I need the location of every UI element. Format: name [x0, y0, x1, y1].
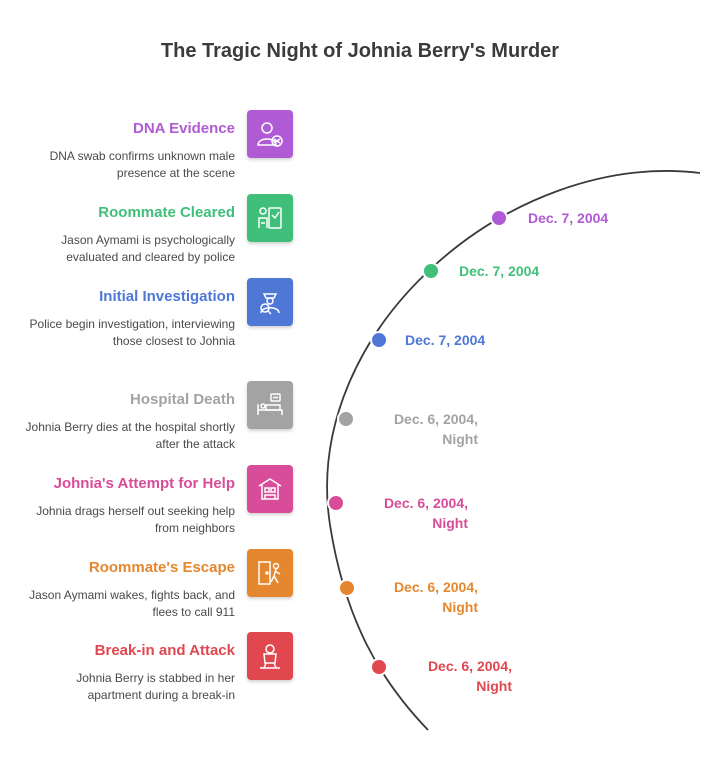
timeline-dot-roommates-escape — [338, 579, 356, 597]
date-line: Dec. 7, 2004 — [405, 332, 486, 348]
event-date-break-in: Dec. 6, 2004, Night — [404, 656, 512, 696]
timeline-event-roommates-escape: Roommate's Escape Jason Aymami wakes, fi… — [0, 549, 720, 639]
date-line: Dec. 6, 2004, — [383, 495, 468, 511]
house-help-icon — [247, 465, 293, 513]
timeline-dot-hospital-death — [337, 410, 355, 428]
event-date-dna-evidence: Dec. 7, 2004 — [528, 208, 608, 228]
date-line: Dec. 6, 2004, — [427, 658, 512, 674]
event-date-roommate-cleared: Dec. 7, 2004 — [459, 261, 539, 281]
event-description: Johnia Berry is stabbed in her apartment… — [76, 671, 235, 702]
timeline-event-break-in: Break-in and Attack Johnia Berry is stab… — [0, 632, 720, 722]
intruder-icon — [247, 632, 293, 680]
event-description: Johnia drags herself out seeking help fr… — [36, 504, 235, 535]
event-title: DNA Evidence — [133, 120, 235, 137]
event-date-roommates-escape: Dec. 6, 2004, Night — [370, 577, 478, 617]
timeline-event-attempt-for-help: Johnia's Attempt for Help Johnia drags h… — [0, 465, 720, 555]
event-date-hospital-death: Dec. 6, 2004, Night — [370, 409, 478, 449]
timeline-dot-dna-evidence — [490, 209, 508, 227]
exit-door-icon — [247, 549, 293, 597]
date-line: Dec. 7, 2004 — [528, 210, 609, 226]
page-title: The Tragic Night of Johnia Berry's Murde… — [160, 40, 560, 62]
hospital-bed-icon — [247, 381, 293, 429]
timeline-dot-break-in — [370, 658, 388, 676]
event-description: DNA swab confirms unknown male presence … — [49, 149, 235, 180]
event-title: Johnia's Attempt for Help — [53, 475, 235, 492]
clipboard-check-icon — [247, 194, 293, 242]
timeline-dot-initial-investigation — [370, 331, 388, 349]
event-description: Jason Aymami wakes, fights back, and fle… — [29, 588, 235, 619]
dna-person-icon — [247, 110, 293, 158]
event-title: Break-in and Attack — [94, 642, 235, 659]
event-date-initial-investigation: Dec. 7, 2004 — [405, 330, 485, 350]
date-line: Dec. 6, 2004, — [393, 579, 478, 595]
detective-search-icon — [247, 278, 293, 326]
timeline-dot-roommate-cleared — [422, 262, 440, 280]
event-description: Johnia Berry dies at the hospital shortl… — [25, 420, 235, 451]
date-time: Night — [476, 678, 512, 694]
event-title: Roommate Cleared — [98, 204, 235, 221]
event-title: Roommate's Escape — [88, 559, 235, 576]
event-title: Hospital Death — [129, 391, 235, 408]
event-description: Police begin investigation, interviewing… — [29, 317, 235, 348]
timeline-event-roommate-cleared: Roommate Cleared Jason Aymami is psychol… — [0, 194, 720, 284]
date-line: Dec. 7, 2004 — [459, 263, 540, 279]
event-title: Initial Investigation — [99, 288, 235, 305]
timeline-event-hospital-death: Hospital Death Johnia Berry dies at the … — [0, 381, 720, 471]
timeline-event-dna-evidence: DNA Evidence DNA swab confirms unknown m… — [0, 110, 720, 200]
event-date-attempt-for-help: Dec. 6, 2004, Night — [360, 493, 468, 533]
event-description: Jason Aymami is psychologically evaluate… — [61, 233, 235, 264]
date-time: Night — [442, 431, 478, 447]
date-time: Night — [432, 515, 468, 531]
timeline-event-initial-investigation: Initial Investigation Police begin inves… — [0, 278, 720, 368]
date-line: Dec. 6, 2004, — [393, 411, 478, 427]
timeline-dot-attempt-for-help — [327, 494, 345, 512]
date-time: Night — [442, 599, 478, 615]
